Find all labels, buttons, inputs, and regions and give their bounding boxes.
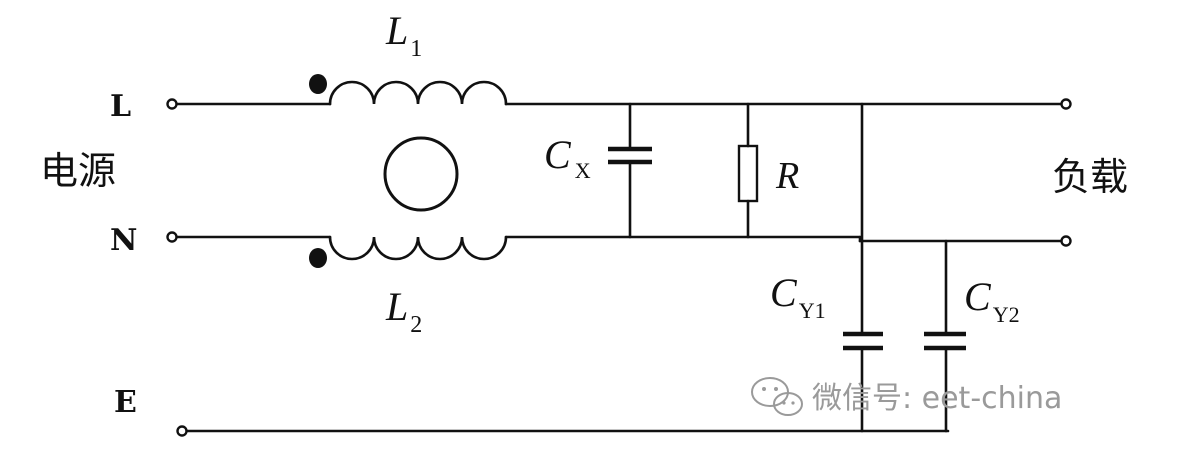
- terminal-N-input: [166, 231, 178, 243]
- label-L: L: [110, 89, 131, 124]
- label-CY2: CY2: [964, 274, 1020, 327]
- polarity-dot-L1: [309, 74, 327, 94]
- polarity-dot-L2: [309, 248, 327, 268]
- label-R: R: [775, 155, 799, 197]
- watermark-text: 微信号: eet-china: [812, 381, 1062, 416]
- terminal-N-output: [1060, 235, 1072, 247]
- inductor-L2-coil: [328, 235, 508, 261]
- label-load: 负载: [1052, 155, 1128, 199]
- terminal-E-input: [176, 425, 188, 437]
- label-L2: L2: [385, 284, 422, 338]
- label-E: E: [114, 385, 137, 420]
- label-L1: L1: [385, 8, 422, 62]
- inductor-L1-coil: [328, 80, 508, 106]
- wechat-icon: [751, 377, 803, 416]
- resistor-R-body: [737, 144, 759, 203]
- label-CY1: CY1: [770, 270, 826, 323]
- terminal-L-input: [166, 98, 178, 110]
- label-source: 电源: [40, 149, 116, 193]
- label-N: N: [110, 223, 137, 258]
- inductor-core-circle: [383, 136, 459, 212]
- terminal-L-output: [1060, 98, 1072, 110]
